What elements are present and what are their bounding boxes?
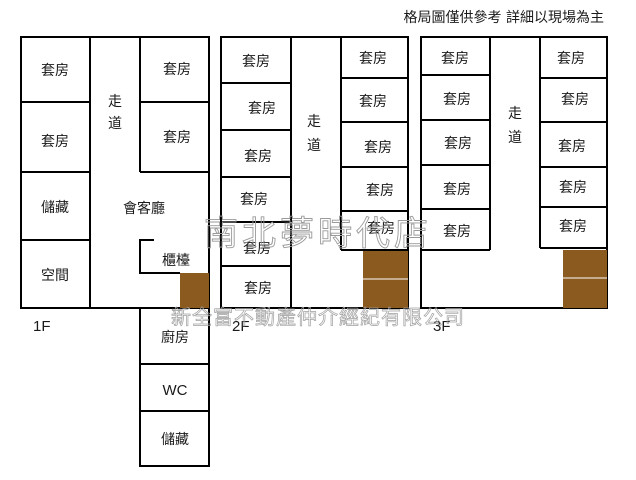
floor-2f-corridor-2: 道 xyxy=(307,138,321,154)
floor-1f-space: 空間 xyxy=(41,268,69,284)
floor-3f-stairs xyxy=(563,250,607,308)
floor-3f-corridor-2: 道 xyxy=(508,130,522,146)
floor-2f-room-9: 套房 xyxy=(364,140,392,156)
disclaimer-note: 格局圖僅供參考 詳細以現場為主 xyxy=(404,10,604,26)
floor-2f-room-2: 套房 xyxy=(248,101,276,117)
floor-1f-annex-outline xyxy=(139,307,210,467)
floor-1f-wc: WC xyxy=(163,382,188,399)
floor-3f-room-7: 套房 xyxy=(561,92,589,108)
floor-1f-stairs xyxy=(180,273,209,308)
company-watermark: 新全富不動產仲介經紀有限公司 xyxy=(171,305,465,329)
floor-1f-counter: 櫃檯 xyxy=(162,253,190,269)
floor-2f-room-11: 套房 xyxy=(367,221,395,237)
floor-2f-room-10: 套房 xyxy=(366,183,394,199)
floor-3f-room-3: 套房 xyxy=(444,136,472,152)
floor-1f-label: 1F xyxy=(33,318,51,335)
floor-1f-kitchen: 廚房 xyxy=(161,329,189,346)
floor-1f-room-1: 套房 xyxy=(41,63,69,79)
floor-1f-room-4: 套房 xyxy=(163,130,191,146)
floor-1f-storage: 儲藏 xyxy=(41,200,69,216)
floor-3f-room-6: 套房 xyxy=(557,51,585,67)
floor-3f-room-9: 套房 xyxy=(559,180,587,196)
floor-2f-room-1: 套房 xyxy=(242,54,270,70)
floor-2f-room-6: 套房 xyxy=(244,281,272,297)
floor-1f-lounge: 會客廳 xyxy=(123,200,165,217)
floor-2f-label: 2F xyxy=(232,318,250,335)
floor-2f-room-4: 套房 xyxy=(240,192,268,208)
floor-3f-room-2: 套房 xyxy=(443,92,471,108)
floor-2f-room-8: 套房 xyxy=(359,94,387,110)
floor-3f-outline xyxy=(420,36,608,309)
floor-2f-room-7: 套房 xyxy=(359,51,387,67)
floor-2f: 套房 套房 套房 套房 套房 套房 套房 套房 套房 套房 套房 走 道 2F xyxy=(220,36,409,335)
floor-3f-room-1: 套房 xyxy=(441,51,469,67)
floor-2f-room-5: 套房 xyxy=(243,241,271,257)
floor-1f-corridor-1: 走 xyxy=(108,94,122,110)
floor-1f-room-3: 套房 xyxy=(163,62,191,78)
floor-1f-corridor-2: 道 xyxy=(108,116,122,132)
floor-3f-room-5: 套房 xyxy=(443,224,471,240)
store-watermark: 南北夢時代店 xyxy=(204,214,432,254)
floor-3f-room-4: 套房 xyxy=(443,182,471,198)
floor-2f-room-3: 套房 xyxy=(244,149,272,165)
floor-3f-corridor-1: 走 xyxy=(508,106,522,122)
floor-3f-room-10: 套房 xyxy=(559,219,587,235)
floor-1f-storage-2: 儲藏 xyxy=(161,432,189,448)
floor-2f-outline xyxy=(220,36,409,309)
floor-3f-room-8: 套房 xyxy=(558,139,586,155)
floor-1f-room-2: 套房 xyxy=(41,134,69,150)
floor-3f-label: 3F xyxy=(433,318,451,335)
floor-2f-corridor-1: 走 xyxy=(307,114,321,130)
floor-1f: 套房 套房 儲藏 空間 套房 套房 會客廳 櫃檯 廚房 WC 儲藏 走 道 1F xyxy=(20,36,210,467)
floor-3f: 套房 套房 套房 套房 套房 套房 套房 套房 套房 套房 走 道 3F xyxy=(420,36,608,335)
